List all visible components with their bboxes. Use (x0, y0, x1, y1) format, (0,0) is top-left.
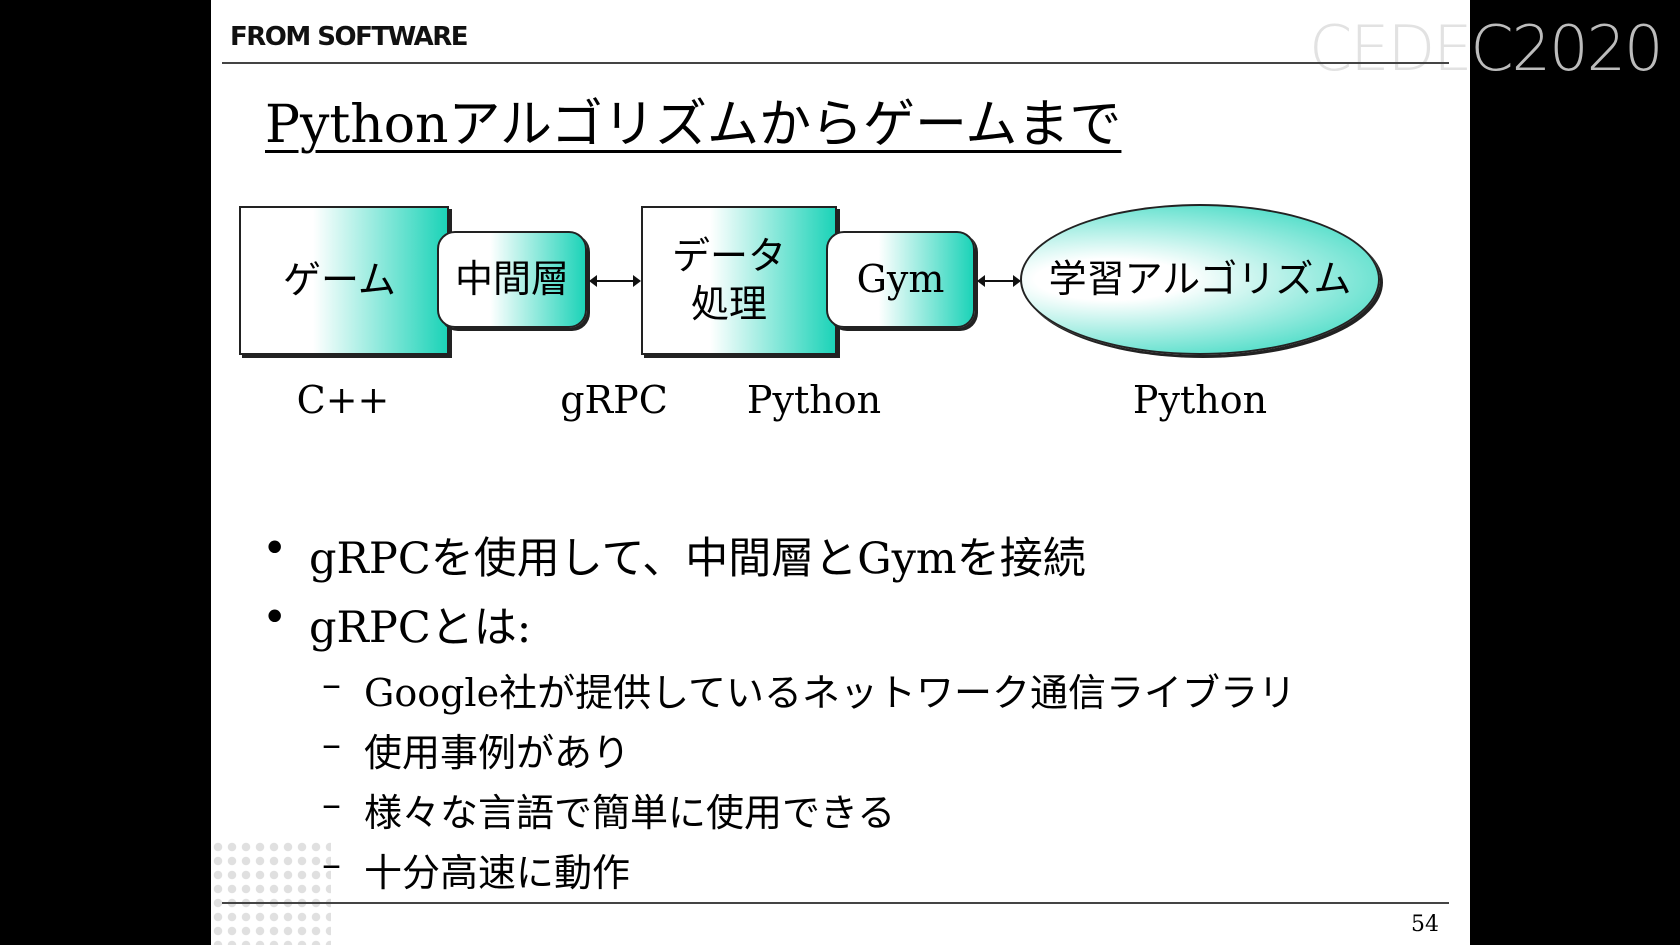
middle-layer-label: 中間層 (454, 256, 569, 301)
bullet-item: gRPCを使用して、中間層とGymを接続 (309, 534, 1086, 584)
sub-bullet-item: 様々な言語で簡単に使用できる (364, 791, 896, 835)
page-number: 54 (1411, 912, 1439, 937)
bullet-item: gRPCとは: (309, 603, 532, 653)
sub-bullet-item: 使用事例があり (364, 731, 631, 775)
dash-icon: – (322, 842, 341, 886)
learning-algorithm-ellipse: 学習アルゴリズム (1020, 204, 1380, 355)
python-label: Python (1132, 378, 1268, 422)
cpp-label: C++ (296, 378, 390, 422)
cedec-logo: CEDEC2020 (1309, 12, 1663, 85)
grpc-label: gRPC (560, 378, 668, 422)
dash-icon: – (322, 662, 341, 706)
slide (211, 0, 1470, 945)
learning-algorithm-label: 学習アルゴリズム (1048, 256, 1352, 301)
bullet-icon: • (262, 524, 288, 574)
double-arrow-icon (589, 275, 641, 287)
middle-layer-box: 中間層 (437, 231, 587, 328)
dot-pattern-decoration (211, 840, 331, 945)
top-divider (222, 62, 1449, 64)
game-label: ゲーム (283, 257, 396, 302)
data-processing-box: データ処理 (641, 206, 837, 355)
data-processing-label: 処理 (690, 281, 767, 326)
bottom-divider (222, 902, 1449, 904)
gym-label: Gym (856, 256, 945, 301)
bullet-icon: • (262, 593, 288, 643)
brand-logo: FROM SOFTWARE (230, 22, 469, 52)
data-processing-label: データ (671, 234, 786, 278)
slide-title: Pythonアルゴリズムからゲームまで (265, 95, 1122, 155)
double-arrow-icon (977, 275, 1021, 287)
sub-bullet-item: Google社が提供しているネットワーク通信ライブラリ (364, 671, 1296, 715)
sub-bullet-item: 十分高速に動作 (364, 851, 631, 895)
game-box: ゲーム (239, 206, 449, 355)
gym-box: Gym (826, 231, 975, 328)
dash-icon: – (322, 722, 341, 766)
dash-icon: – (322, 782, 341, 826)
python-label: Python (746, 378, 882, 422)
